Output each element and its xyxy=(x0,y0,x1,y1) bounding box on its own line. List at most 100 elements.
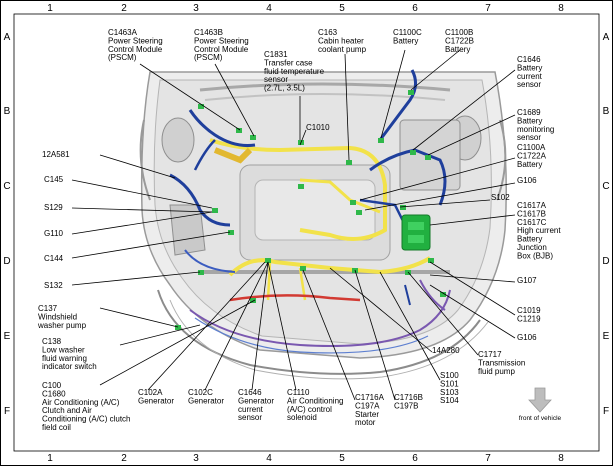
callout-c1100c-line-0: C1100C xyxy=(393,28,422,37)
callout-s100-line-3: S104 xyxy=(440,396,459,405)
callout-a12a581: 12A581 xyxy=(42,150,70,159)
callout-c1717-line-2: fluid pump xyxy=(478,367,515,376)
grid-column-bottom-8: 8 xyxy=(558,453,564,464)
callout-c1100a-line-2: Battery xyxy=(517,160,542,169)
callout-c102c-line-0: C102C xyxy=(188,388,213,397)
callout-c1110-line-3: solenoid xyxy=(287,413,317,422)
callout-c163-line-0: C163 xyxy=(318,28,338,37)
grid-column-bottom-6: 6 xyxy=(412,453,418,464)
callout-c1831-line-4: (2.7L, 3.5L) xyxy=(264,84,305,93)
callout-g107: G107 xyxy=(517,276,537,285)
callout-c1100c-line-1: Battery xyxy=(393,36,418,45)
callout-c1646b-line-0: C1646 xyxy=(238,388,262,397)
callout-s100-line-1: S101 xyxy=(440,379,459,388)
grid-column-bottom-4: 4 xyxy=(266,453,272,464)
callout-c1010: C1010 xyxy=(306,123,330,132)
callout-g106a-line-0: G106 xyxy=(517,176,537,185)
callout-c145: C145 xyxy=(44,175,64,184)
grid-row-left-A: A xyxy=(4,32,11,43)
callout-c1689-line-1: Battery xyxy=(517,116,542,125)
grid-row-right-B: B xyxy=(603,106,610,117)
grid-column-bottom-1: 1 xyxy=(47,453,53,464)
callout-c137-line-2: washer pump xyxy=(37,321,87,330)
callout-c1689-line-0: C1689 xyxy=(517,108,541,117)
callout-c138-line-3: indicator switch xyxy=(42,362,97,371)
callout-s102: S102 xyxy=(491,193,510,202)
grid-row-right-C: C xyxy=(602,181,609,192)
grid-row-right-F: F xyxy=(603,406,609,417)
callout-c1646a-line-0: C1646 xyxy=(517,55,541,64)
callout-a14a280-line-0: 14A280 xyxy=(432,346,460,355)
callout-c1646b-line-1: Generator xyxy=(238,396,274,405)
callout-c1463a-line-3: (PSCM) xyxy=(108,53,137,62)
callout-c1100a-line-0: C1100A xyxy=(517,143,546,152)
callout-c1689-line-3: sensor xyxy=(517,133,541,142)
callout-c1646b-line-2: current xyxy=(238,405,264,414)
callout-c1831-line-0: C1831 xyxy=(264,50,288,59)
callout-c1100a-line-1: C1722A xyxy=(517,151,547,160)
callout-c137-line-1: Windshield xyxy=(38,312,77,321)
callout-c1110-line-2: (A/C) control xyxy=(287,405,332,414)
grid-column-top-4: 4 xyxy=(266,3,272,14)
down-arrow-icon xyxy=(528,387,552,413)
callout-g106b-line-0: G106 xyxy=(517,333,537,342)
callout-c1617-line-3: High current xyxy=(517,226,561,235)
grid-column-top-3: 3 xyxy=(193,3,199,14)
battery-junction-box xyxy=(401,214,431,251)
callout-c138-line-0: C138 xyxy=(42,337,62,346)
grid-column-top-8: 8 xyxy=(558,3,564,14)
grid-column-bottom-2: 2 xyxy=(121,453,127,464)
callout-c1831-line-3: sensor xyxy=(264,75,288,84)
callout-s129: S129 xyxy=(44,203,63,212)
callout-c102a-line-1: Generator xyxy=(138,396,174,405)
callout-c1010-line-0: C1010 xyxy=(306,123,330,132)
callout-g110-line-0: G110 xyxy=(44,229,64,238)
callout-c100-line-3: Clutch and Air xyxy=(42,406,92,415)
callout-c1463b-line-1: Power Steering xyxy=(194,36,249,45)
callout-g107-line-0: G107 xyxy=(517,276,537,285)
callout-s100-line-2: S103 xyxy=(440,388,459,397)
callout-c100-line-1: C1680 xyxy=(42,389,66,398)
callout-c1100b-line-2: Battery xyxy=(445,45,470,54)
callout-c1463b-line-2: Control Module xyxy=(194,45,249,54)
callout-c1100b-line-0: C1100B xyxy=(445,28,473,37)
grid-row-right-A: A xyxy=(603,32,610,43)
grid-row-right-D: D xyxy=(602,256,609,267)
grid-border xyxy=(13,13,600,452)
grid-row-left-E: E xyxy=(4,331,11,342)
callout-c1831-line-1: Transfer case xyxy=(264,58,313,67)
callout-s129-line-0: S129 xyxy=(44,203,63,212)
callout-s102-line-0: S102 xyxy=(491,193,510,202)
grid-column-top-6: 6 xyxy=(412,3,418,14)
callout-c100-line-2: Air Conditioning (A/C) xyxy=(42,398,120,407)
grid-column-bottom-3: 3 xyxy=(193,453,199,464)
callout-c1019-line-0: C1019 xyxy=(517,306,541,315)
callout-c1110-line-1: Air Conditioning xyxy=(287,396,343,405)
callout-c1617-line-5: Junction xyxy=(517,243,547,252)
callout-c1617-line-2: C1617C xyxy=(517,218,547,227)
callout-c1019-line-1: C1219 xyxy=(517,314,541,323)
callout-c1716b-line-1: C197B xyxy=(394,401,418,410)
callout-c1463b-line-0: C1463B xyxy=(194,28,223,37)
grid-row-left-B: B xyxy=(4,106,11,117)
callout-c1716a-line-0: C1716A xyxy=(355,393,385,402)
